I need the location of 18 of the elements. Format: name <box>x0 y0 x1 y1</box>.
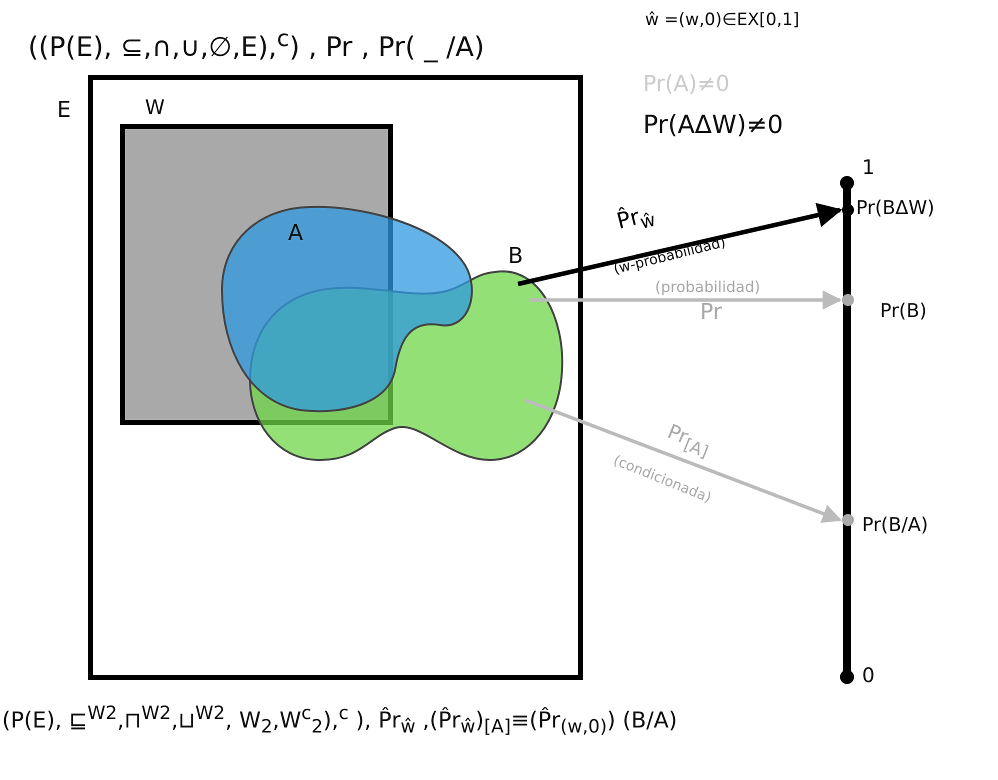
edge-label: Pr <box>700 300 722 325</box>
axis-tick-label: 0 <box>862 663 875 687</box>
formula: (P(E), ⊑$^{W2}$,⊓$^{W2}$,⊔$^{W2}$, W$_{2}$,W$^{c}$$_{2}$),$^{c}$ ), P̂r$_{ŵ}$ ,(P̂r$_{ŵ}$)$_{[A]}$≡(P̂r$_{(w,0)}$) (B/A) <box>2 703 678 738</box>
value-label: Pr(BΔW) <box>856 197 935 219</box>
set-label: W <box>145 95 165 119</box>
set-label: E <box>57 98 71 123</box>
title: ((P(E), ⊆,∩,∪,∅,E),$^{c}$) , Pr , Pr( _ /A) <box>28 26 484 63</box>
value-label: Pr(B) <box>880 300 927 322</box>
arrow <box>518 202 842 286</box>
value-label: Pr(B/A) <box>862 514 928 536</box>
edge-note: (probabilidad) <box>655 278 760 296</box>
arrow <box>524 398 842 523</box>
arrow <box>530 290 842 310</box>
set-label: A <box>288 221 304 246</box>
formula-note: ŵ =(w,0)∈EX[0,1] <box>645 10 800 30</box>
set-label: B <box>508 244 524 269</box>
axis-tick-label: 1 <box>862 155 875 179</box>
formula-note: Pr(AΔW)≠0 <box>643 110 784 139</box>
